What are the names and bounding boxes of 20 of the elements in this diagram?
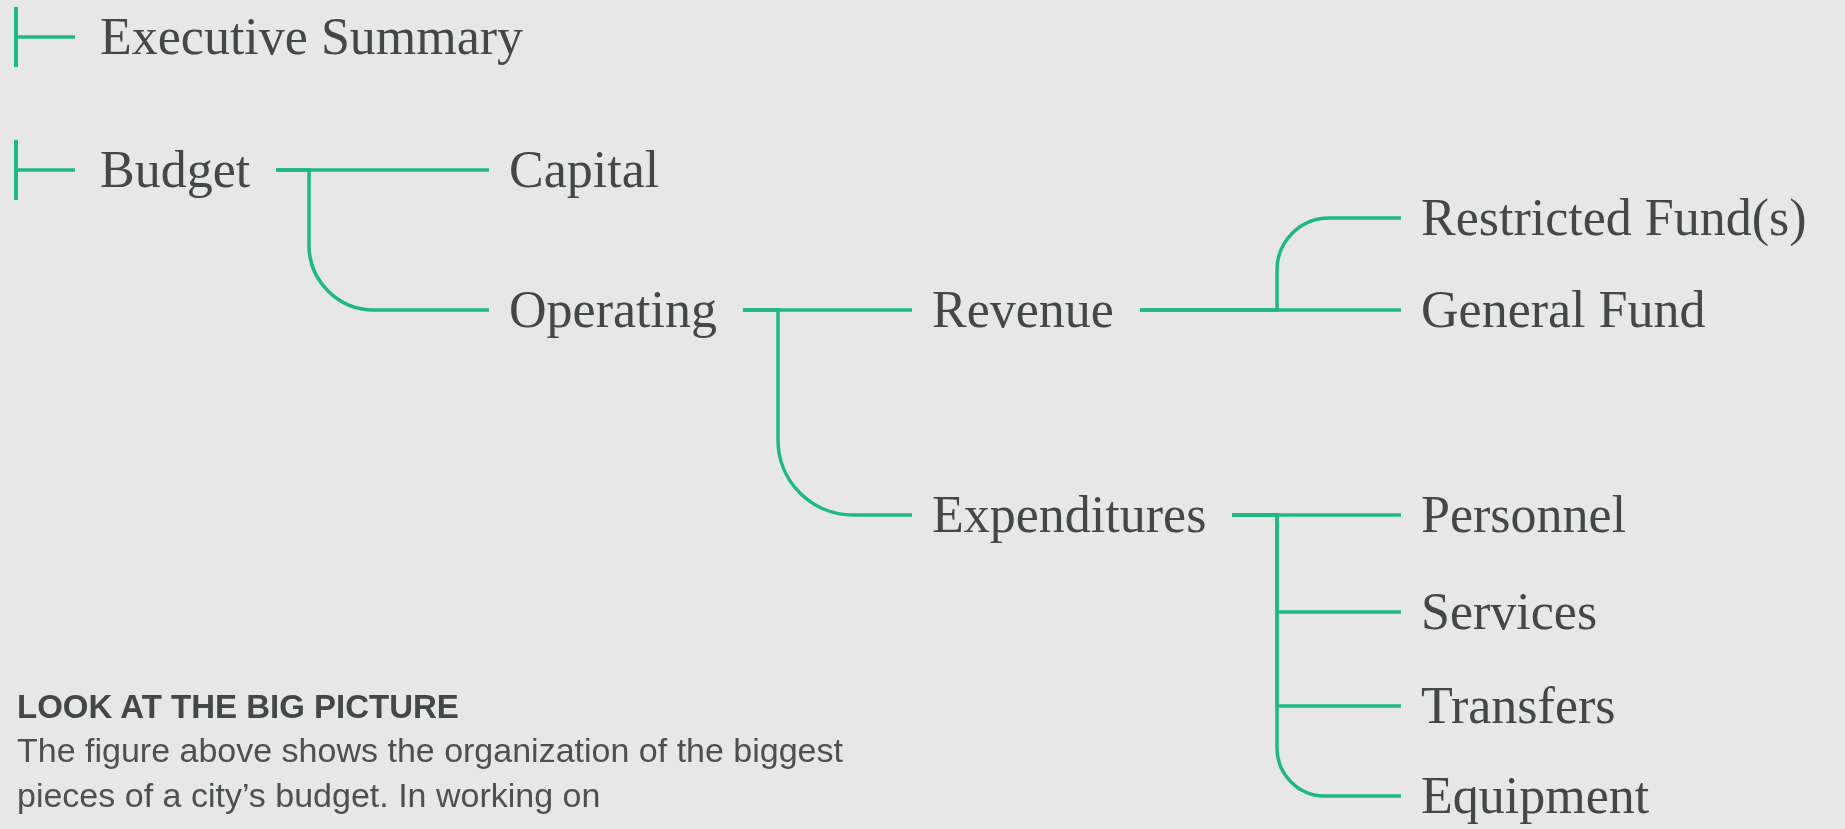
node-label: Services bbox=[1421, 583, 1598, 641]
node-label: Budget bbox=[100, 141, 251, 199]
node-label: Revenue bbox=[932, 281, 1114, 339]
connector-line bbox=[14, 140, 75, 200]
node-label: Personnel bbox=[1421, 486, 1627, 544]
note-heading: LOOK AT THE BIG PICTURE bbox=[17, 688, 459, 726]
node-label: Operating bbox=[509, 281, 717, 339]
node-label: Transfers bbox=[1421, 677, 1616, 735]
connector-line bbox=[1139, 308, 1401, 312]
connector-line bbox=[1232, 513, 1401, 798]
node-label: Executive Summary bbox=[100, 8, 524, 66]
connector-line bbox=[276, 168, 489, 312]
node-label: Equipment bbox=[1421, 767, 1650, 825]
connector-line bbox=[14, 7, 75, 67]
node-label: Capital bbox=[509, 141, 660, 199]
connector-line bbox=[742, 308, 912, 517]
node-label: Restricted Fund(s) bbox=[1421, 189, 1807, 247]
node-label: Expenditures bbox=[932, 486, 1207, 544]
note-text: The figure above shows the organization of the biggest pieces of a city’s budget. In working on bbox=[17, 730, 844, 816]
node-label: General Fund bbox=[1421, 281, 1706, 339]
